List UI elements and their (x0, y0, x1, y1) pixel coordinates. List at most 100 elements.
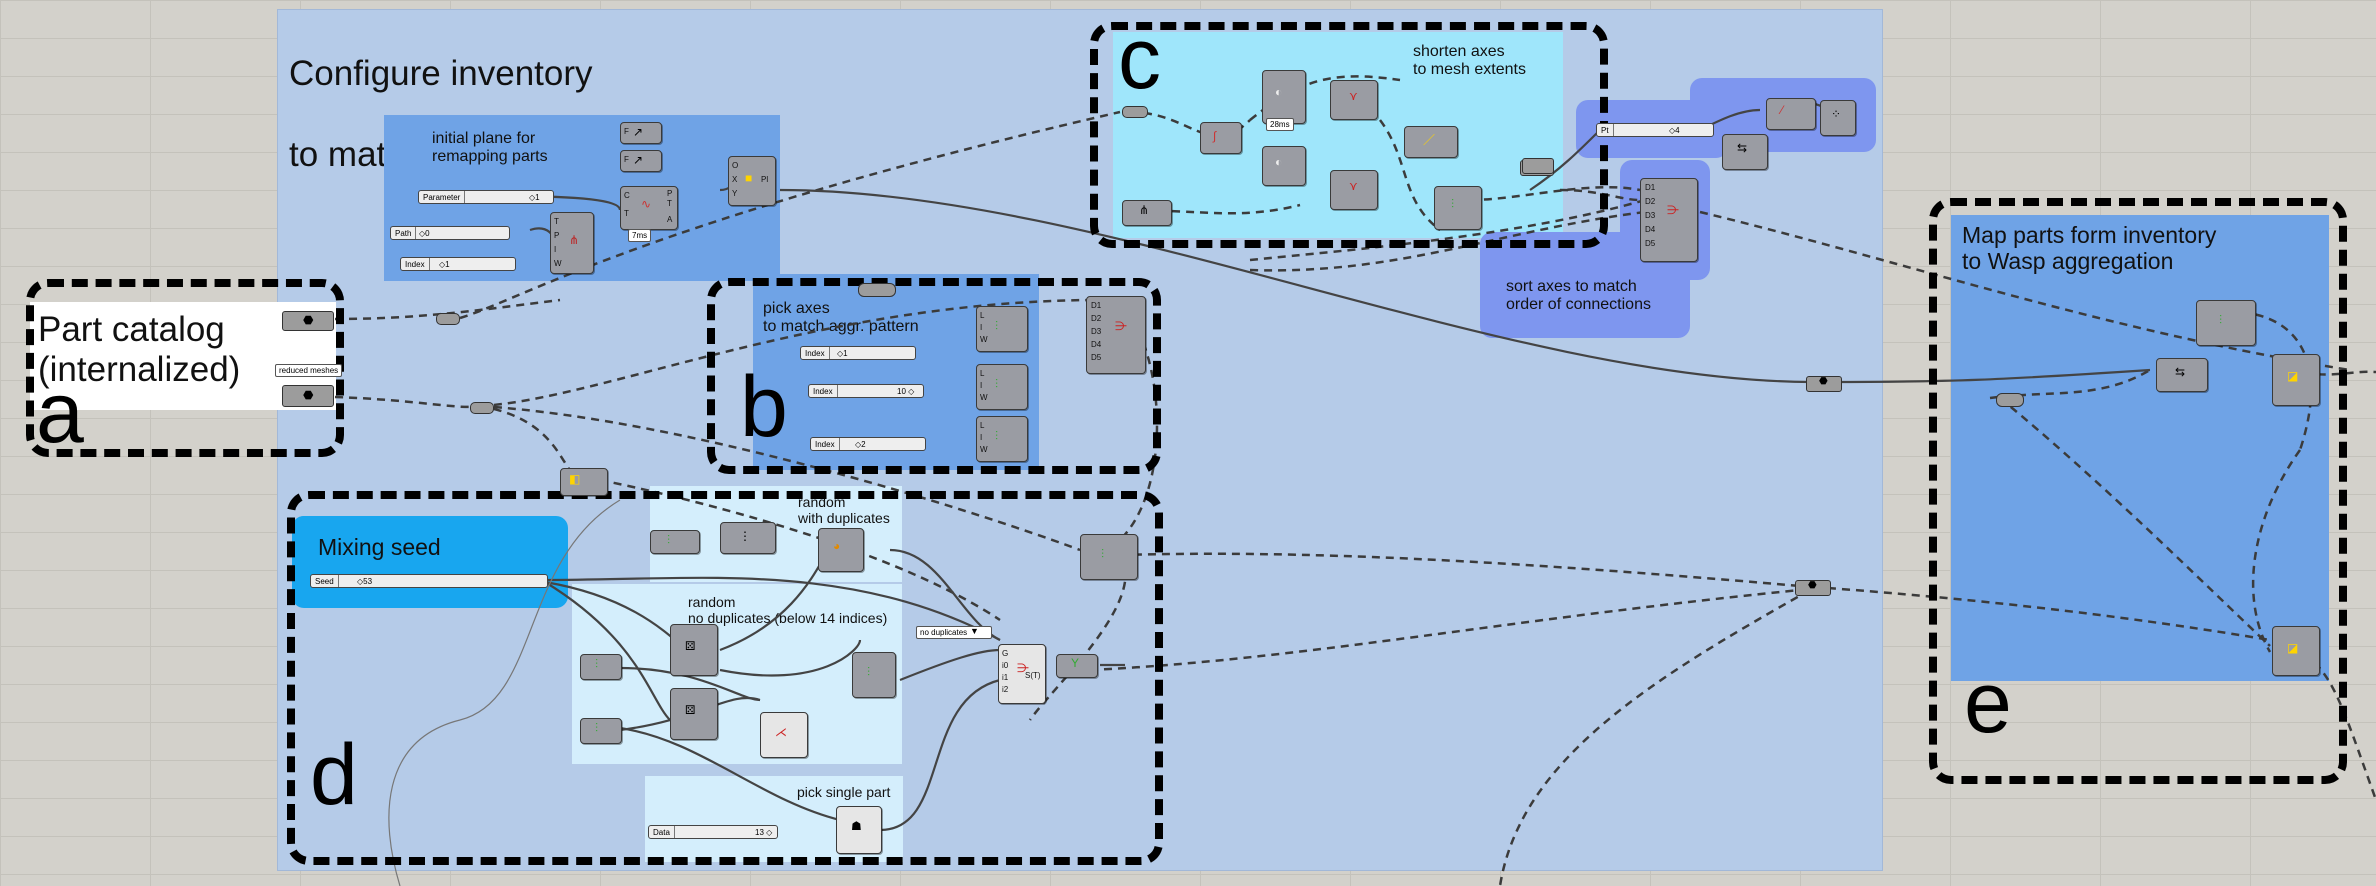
part-catalog-param[interactable]: ⬣ (282, 311, 334, 331)
section-e-border (1929, 198, 2347, 784)
wire (1469, 185, 1641, 202)
port-pl: Pl (761, 175, 769, 184)
wire (899, 648, 1001, 682)
sort-list-component[interactable]: D1 D2 D3 D4 D5 ⋺ (1640, 178, 1698, 262)
wire (1119, 552, 1801, 588)
relay-node[interactable] (470, 402, 494, 414)
relay-node[interactable]: ⬣ (1795, 580, 1831, 596)
path-icon: ⋔ (1139, 203, 1150, 217)
list-item-component-e[interactable]: ⫶ (2196, 300, 2256, 346)
list-length-component-3[interactable]: ⫶ (580, 718, 622, 744)
construct-plane-component[interactable]: O X Y ■ Pl (728, 156, 776, 206)
list-item-component-d[interactable]: ⫶ (852, 652, 896, 698)
list-item-icon: ⫶ (995, 377, 999, 391)
jitter-icon: ⚄ (685, 703, 696, 717)
range-component[interactable]: ⋮ (720, 522, 776, 554)
mixing-seed-tab (292, 516, 476, 558)
jitter-component[interactable]: ⚄ (670, 624, 718, 676)
curve-icon: ∫ (1213, 129, 1217, 143)
point-component-2[interactable]: ⋎ (1330, 170, 1378, 210)
port-d1: D1 (1645, 183, 1656, 192)
wire (1378, 119, 1441, 231)
port-t: T (554, 217, 559, 226)
index-slider-b1[interactable]: Index ◇1 (800, 346, 916, 360)
curve-component[interactable]: ∫ (1200, 122, 1242, 154)
orient-component[interactable]: ◪ (2272, 354, 2320, 406)
port-d5: D5 (1091, 353, 1102, 362)
cull-component[interactable]: ⋌ (760, 712, 808, 758)
wire (619, 726, 841, 822)
port-o: O (732, 161, 739, 170)
output-component[interactable]: ⁘ (1820, 100, 1856, 136)
port-w: W (980, 445, 988, 454)
port-w: W (980, 393, 988, 402)
list-item-component-b3[interactable]: L I W ⫶ (976, 416, 1028, 462)
list-item-component-c[interactable]: ⫶ (1434, 186, 1482, 230)
mixing-seed-label: Mixing seed (318, 534, 441, 560)
vector-component[interactable]: F ↗ (620, 150, 662, 172)
list-item-component-b2[interactable]: L I W ⫶ (976, 364, 1028, 410)
orient-component-2[interactable]: ◪ (2272, 626, 2320, 676)
port-f: F (624, 127, 629, 136)
list-length-component[interactable]: ⫶ (650, 530, 700, 554)
port-t: T (624, 209, 629, 218)
random-component[interactable]: ◕ (818, 528, 864, 572)
map-parts-group[interactable] (1951, 215, 2329, 681)
port-l: L (980, 421, 985, 430)
mesh-icon: ⬣ (1819, 376, 1828, 387)
reduced-meshes-param[interactable]: ⬣ (282, 385, 334, 407)
merge-icon: ⋺ (1667, 203, 1679, 217)
parameter-slider[interactable]: Parameter ◇1 (418, 190, 554, 204)
wire (719, 639, 862, 677)
merge-component-b[interactable]: D1 D2 D3 D4 D5 ⋺ (1086, 296, 1146, 374)
stream-filter-component[interactable]: G i0 i1 i2 ⋺ S(T) (998, 644, 1046, 704)
list-item-component[interactable]: T P I W ⋔ (550, 212, 594, 274)
relay-node[interactable] (1996, 393, 2024, 407)
pick-single-component[interactable]: ☗ (836, 806, 882, 854)
toggle-icon: ◧ (569, 472, 581, 486)
wire (1999, 397, 2271, 647)
no-duplicates-tag[interactable]: no duplicates (916, 626, 992, 639)
shift-component-e[interactable]: ⇆ (2156, 358, 2208, 392)
map-parts-label: Map parts form inventory to Wasp aggrega… (1962, 222, 2217, 275)
index-slider-b2[interactable]: Index 10 ◇ (808, 384, 924, 398)
vector-component[interactable]: F ↗ (620, 122, 662, 144)
mesh-icon: ⬣ (1808, 580, 1817, 591)
sphere-component[interactable]: ◐ (1262, 70, 1306, 124)
list-item-component-b1[interactable]: L I W ⫶ (976, 306, 1028, 352)
shift-component[interactable]: ⇆ (1722, 134, 1768, 170)
port-p: P (667, 189, 673, 198)
sphere-component-2[interactable]: ◐ (1262, 146, 1306, 186)
seed-slider[interactable]: Seed ◇53 (310, 574, 548, 588)
curve-middle-component[interactable]: ⁄ (1766, 98, 1816, 130)
relay-node[interactable] (1122, 106, 1148, 118)
eval-curve-component[interactable]: C T ∿ P T A (620, 186, 678, 230)
port-i2: i2 (1002, 685, 1009, 694)
wire (1699, 210, 2351, 372)
data-slider[interactable]: Data 13 ◇ (648, 825, 778, 839)
relay-node[interactable]: ⬣ (1806, 376, 1842, 392)
list-length-component-2[interactable]: ⫶ (580, 654, 622, 680)
flatten-component[interactable]: Y (1056, 654, 1098, 678)
jitter-component-2[interactable]: ⚄ (670, 688, 718, 740)
list-item-icon: ⫶ (1451, 197, 1455, 211)
relay-node[interactable] (858, 283, 896, 297)
line-component[interactable]: ／ (1404, 126, 1458, 158)
wire (1799, 584, 2271, 642)
timer-component[interactable]: ⋔ (1122, 200, 1172, 226)
section-letter-a: a (36, 365, 84, 461)
path-slider[interactable]: Path ◇0 (390, 226, 510, 240)
pt-slider[interactable]: Pt ◇4 (1596, 123, 1714, 137)
bool-component[interactable]: ◧ (560, 468, 608, 496)
relay-node[interactable] (1522, 158, 1554, 174)
list-item-component-d2[interactable]: ⫶ (1080, 534, 1138, 580)
point-component[interactable]: ⋎ (1330, 80, 1378, 120)
index-slider-b3[interactable]: Index ◇2 (810, 437, 926, 451)
index-slider-a[interactable]: Index ◇1 (400, 257, 516, 271)
range-icon: ⋮ (739, 529, 751, 543)
port-f: F (624, 155, 629, 164)
relay-node[interactable] (436, 313, 460, 325)
orient-icon: ◪ (2287, 369, 2299, 383)
random-icon: ◕ (833, 539, 841, 553)
wire (1129, 203, 1301, 215)
